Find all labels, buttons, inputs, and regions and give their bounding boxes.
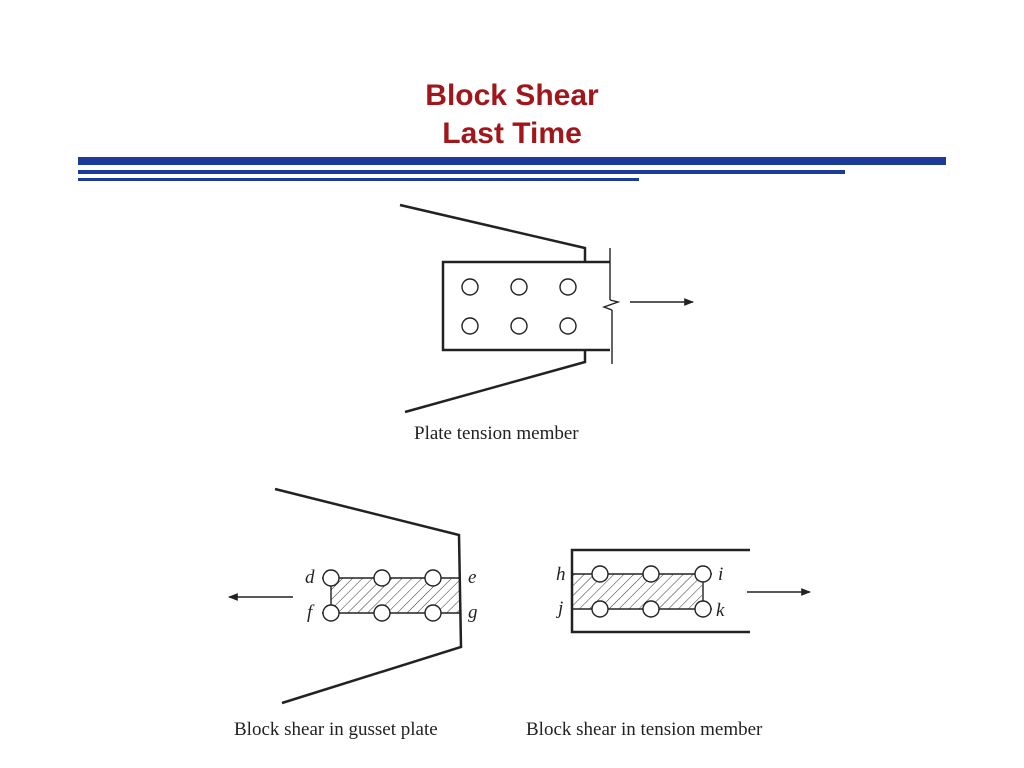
caption-tension-member: Block shear in tension member	[526, 719, 763, 740]
bolt-hole	[461, 278, 479, 296]
plate-tension-member-figure: Plate tension member	[399, 203, 694, 444]
label-h: h	[556, 564, 566, 585]
bolt-hole	[694, 565, 712, 583]
break-line-zigzag	[601, 299, 621, 311]
caption-gusset-plate: Block shear in gusset plate	[234, 719, 438, 740]
label-i: i	[718, 564, 723, 585]
gusset-upper-edge	[399, 203, 587, 262]
block-shear-area-member	[573, 574, 702, 609]
tension-member-figure: h i j k Block shear in tension member	[526, 548, 811, 740]
bolt-holes-member	[591, 565, 712, 618]
bolt-hole	[642, 600, 660, 618]
title-rule-thin	[78, 178, 639, 181]
title-rule-medium	[78, 170, 845, 174]
tension-member-outline	[570, 548, 750, 634]
bolt-hole	[322, 569, 340, 587]
bolt-hole	[591, 565, 609, 583]
block-shear-area-gusset	[331, 578, 460, 613]
bolt-hole	[510, 317, 528, 335]
label-d: d	[305, 567, 315, 588]
slide-title-line1: Block Shear	[425, 79, 599, 112]
label-k: k	[716, 600, 725, 621]
bolt-hole	[373, 604, 391, 622]
bolt-hole	[424, 569, 442, 587]
slide-title-line2: Last Time	[442, 117, 582, 150]
bolt-hole	[322, 604, 340, 622]
bolt-hole	[694, 600, 712, 618]
title-rule-thick	[78, 157, 946, 165]
tension-plate-outline	[441, 260, 610, 352]
bolt-hole	[642, 565, 660, 583]
bolt-hole	[373, 569, 391, 587]
label-g: g	[468, 602, 478, 623]
bolt-hole	[461, 317, 479, 335]
bolt-hole	[559, 278, 577, 296]
bolt-hole	[424, 604, 442, 622]
bolt-hole	[591, 600, 609, 618]
gusset-lower-edge	[404, 350, 587, 414]
label-e: e	[468, 567, 476, 588]
gusset-plate-figure: d e f g Block shear in gusset plate	[228, 487, 478, 740]
bolt-holes-gusset	[322, 569, 442, 622]
bolt-holes-top	[461, 278, 577, 335]
bolt-hole	[559, 317, 577, 335]
caption-plate-tension-member: Plate tension member	[414, 423, 579, 444]
label-f: f	[307, 602, 315, 623]
label-j: j	[555, 598, 563, 619]
bolt-hole	[510, 278, 528, 296]
